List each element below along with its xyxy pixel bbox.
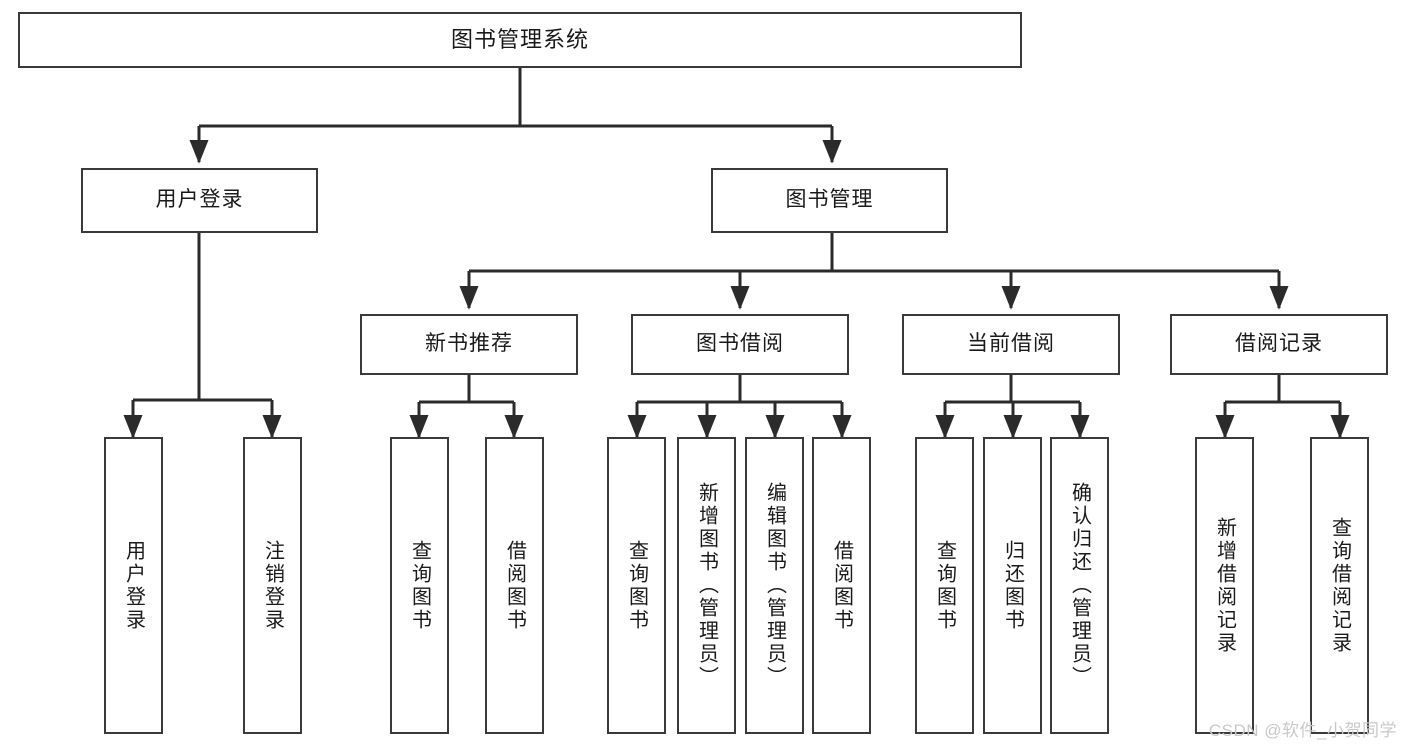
node-label: 借阅图书 [503,539,526,632]
leaf-confirm-return[interactable]: 确认归还（管理员） [1050,437,1109,734]
leaf-return-book[interactable]: 归还图书 [983,437,1042,734]
node-label: 图书管理系统 [450,27,589,53]
leaf-borrow-book[interactable]: 借阅图书 [812,437,871,734]
leaf-query-book-current[interactable]: 查询图书 [915,437,974,734]
node-label: 新增图书（管理员） [695,482,718,689]
node-current-borrow[interactable]: 当前借阅 [902,314,1120,375]
leaf-add-borrow-record[interactable]: 新增借阅记录 [1195,437,1254,734]
node-label: 新书推荐 [425,332,513,356]
node-label: 归还图书 [1001,539,1024,632]
node-label: 用户登录 [122,539,145,632]
node-label: 查询图书 [933,539,956,632]
node-book-borrow[interactable]: 图书借阅 [631,314,849,375]
node-label: 借阅记录 [1235,332,1323,356]
node-label: 确认归还（管理员） [1068,482,1091,689]
node-label: 查询图书 [408,539,431,632]
leaf-query-book-borrow[interactable]: 查询图书 [607,437,666,734]
leaf-logout[interactable]: 注销登录 [243,437,302,734]
node-label: 新增借阅记录 [1213,516,1236,655]
node-label: 图书借阅 [696,332,784,356]
node-new-book-recommend[interactable]: 新书推荐 [360,314,578,375]
leaf-edit-book[interactable]: 编辑图书（管理员） [745,437,804,734]
node-label: 注销登录 [261,539,284,632]
node-label: 用户登录 [155,188,244,212]
node-label: 当前借阅 [967,332,1055,356]
watermark: CSDN @软件_小贺同学 [1208,721,1397,740]
node-user-login[interactable]: 用户登录 [81,168,318,233]
leaf-query-borrow-record[interactable]: 查询借阅记录 [1310,437,1369,734]
node-book-manage[interactable]: 图书管理 [711,168,948,233]
leaf-add-book[interactable]: 新增图书（管理员） [677,437,736,734]
node-label: 借阅图书 [830,539,853,632]
node-label: 查询借阅记录 [1328,516,1351,655]
node-label: 查询图书 [625,539,648,632]
leaf-user-login[interactable]: 用户登录 [104,437,163,734]
leaf-borrow-book-recommend[interactable]: 借阅图书 [485,437,544,734]
node-label: 编辑图书（管理员） [763,482,786,689]
node-borrow-record[interactable]: 借阅记录 [1170,314,1388,375]
node-label: 图书管理 [785,188,874,212]
node-root-book-management-system[interactable]: 图书管理系统 [18,12,1022,68]
leaf-query-book-recommend[interactable]: 查询图书 [390,437,449,734]
